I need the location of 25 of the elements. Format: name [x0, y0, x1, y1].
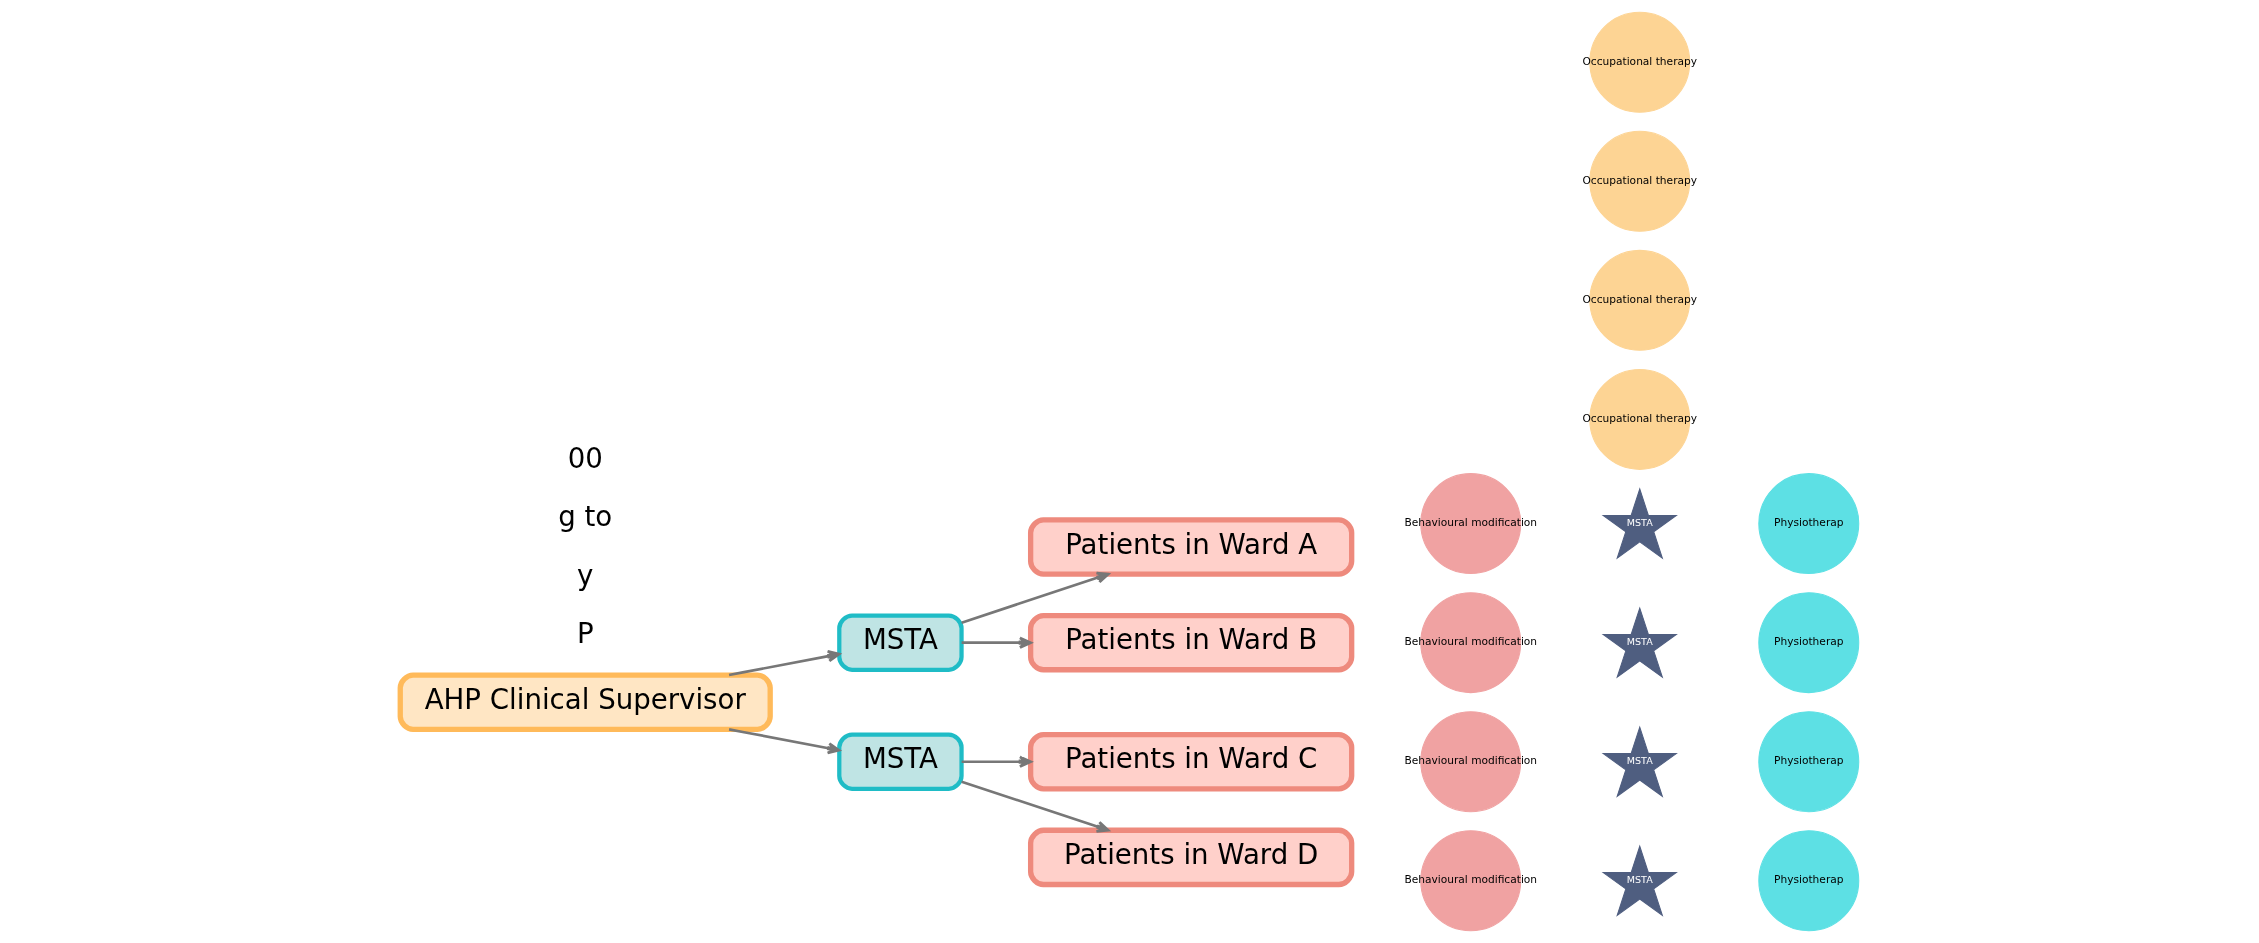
node-box: MSTA [837, 613, 964, 672]
node-circle: Physiotherap [1758, 711, 1860, 813]
node-box: Patients in Ward B [1028, 612, 1355, 673]
node-circle: Physiotherap [1758, 473, 1860, 575]
arrow [728, 650, 841, 677]
node-label: Behavioural modification [1404, 754, 1538, 768]
arrow [961, 755, 1032, 768]
arrow [728, 728, 841, 755]
node-label: Behavioural modification [1404, 635, 1538, 649]
label: g to [558, 500, 613, 534]
node-box: Patients in Ward C [1028, 731, 1355, 792]
arrow [961, 780, 1110, 833]
node-box: AHP Clinical Supervisor [397, 672, 773, 732]
node-circle: Physiotherap [1758, 830, 1860, 932]
node-box: Patients in Ward D [1028, 827, 1355, 888]
label: P [576, 616, 594, 650]
label: y [577, 558, 594, 592]
node-label: Behavioural modification [1404, 873, 1538, 887]
arrow [961, 571, 1110, 624]
node-box: Patients in Ward A [1028, 517, 1355, 577]
node-label: Behavioural modification [1404, 516, 1538, 530]
arrow [961, 636, 1032, 649]
node-circle: Physiotherap [1758, 592, 1860, 694]
node-box: MSTA [837, 732, 964, 791]
label: 00 [567, 441, 603, 475]
